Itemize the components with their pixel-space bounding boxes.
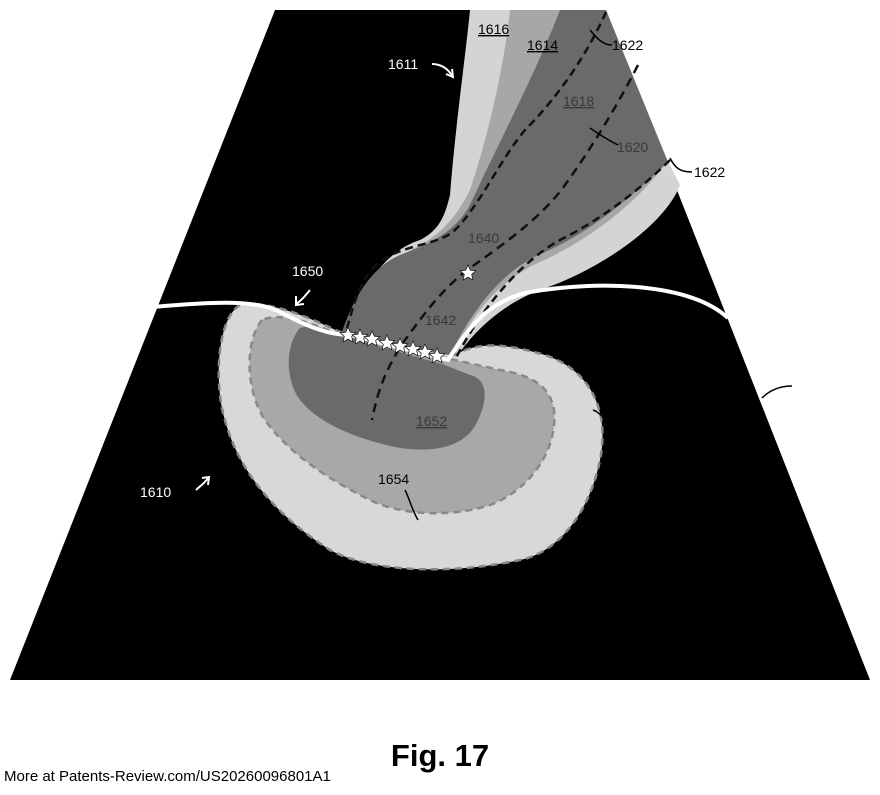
figure-caption: Fig. 17 [390,738,490,773]
label-1620: 1620 [617,139,648,155]
label-1622-top: 1622 [612,37,643,53]
star-marker [351,328,369,345]
label-1652: 1652 [416,413,447,429]
star-marker [378,334,396,351]
label-1622-right: 1622 [694,164,725,180]
label-1614: 1614 [527,37,558,53]
footer-source-text: More at Patents-Review.com/US20260096801… [4,768,331,785]
label-1656: 1656 [617,418,648,434]
vessel-centerline [370,64,640,421]
star-marker [459,264,477,281]
arrow-1650-head [295,296,305,307]
pointer-arrows [195,63,455,491]
star-marker [428,347,446,364]
leader-1600 [761,385,793,399]
label-1610: 1610 [140,484,171,500]
vessel-border-left-dashed [343,11,608,336]
boundary-line [151,283,730,363]
arrow-1611-head [445,68,455,79]
star-marker [391,337,409,354]
leader-1654 [404,489,419,521]
arrow-1610 [195,477,209,491]
label-1650: 1650 [292,263,323,279]
leader-1622-right [669,157,693,173]
label-1618: 1618 [563,93,594,109]
arrow-1650 [295,289,311,305]
label-1640: 1640 [468,230,499,246]
arrow-1611 [431,63,453,77]
label-1642: 1642 [425,312,456,328]
arrow-1610-head [201,475,211,486]
leader-lines [404,29,793,521]
label-1611: 1611 [388,56,418,72]
label-1616: 1616 [478,21,509,37]
label-1654: 1654 [378,471,409,487]
lower-region-inner [288,326,485,450]
leader-1620 [589,127,619,146]
leader-1622-top [589,29,613,46]
label-1600: 1600 [797,378,828,394]
leader-1656 [592,409,613,426]
star-marker [339,326,357,343]
stars-group [339,264,477,364]
star-marker [416,343,434,360]
star-marker [363,330,381,347]
vessel-inner-core [340,10,668,355]
star-marker [404,340,422,357]
